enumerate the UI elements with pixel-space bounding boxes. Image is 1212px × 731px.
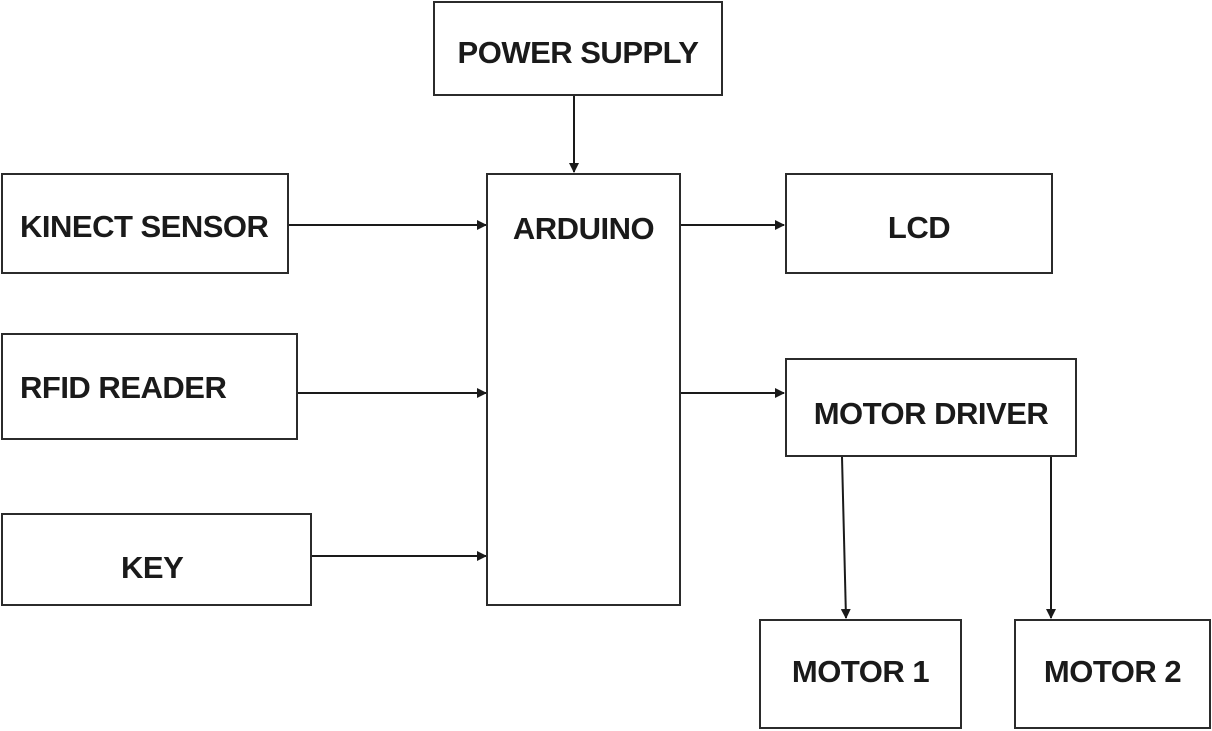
motor-2-block: MOTOR 2 [1014, 619, 1211, 729]
kinect-sensor-label: KINECT SENSOR [20, 209, 269, 244]
lcd-label: LCD [887, 210, 951, 245]
lcd-block: LCD [785, 173, 1053, 274]
arrow-motor-driver-to-motor-1 [840, 456, 851, 619]
motor-1-block: MOTOR 1 [759, 619, 962, 729]
motor-2-label: MOTOR 2 [1043, 654, 1182, 689]
motor-driver-label: MOTOR DRIVER [813, 396, 1049, 431]
key-label: KEY [121, 550, 184, 585]
arduino-label: ARDUINO [512, 211, 655, 246]
arduino-block: ARDUINO [486, 173, 681, 606]
motor-1-label: MOTOR 1 [791, 654, 930, 689]
motor-driver-block: MOTOR DRIVER [785, 358, 1077, 457]
rfid-reader-block: RFID READER [1, 333, 298, 440]
power-supply-label: POWER SUPPLY [457, 35, 699, 70]
key-block: KEY [1, 513, 312, 606]
power-supply-block: POWER SUPPLY [433, 1, 723, 96]
kinect-sensor-block: KINECT SENSOR [1, 173, 289, 274]
rfid-reader-label: RFID READER [20, 370, 227, 405]
